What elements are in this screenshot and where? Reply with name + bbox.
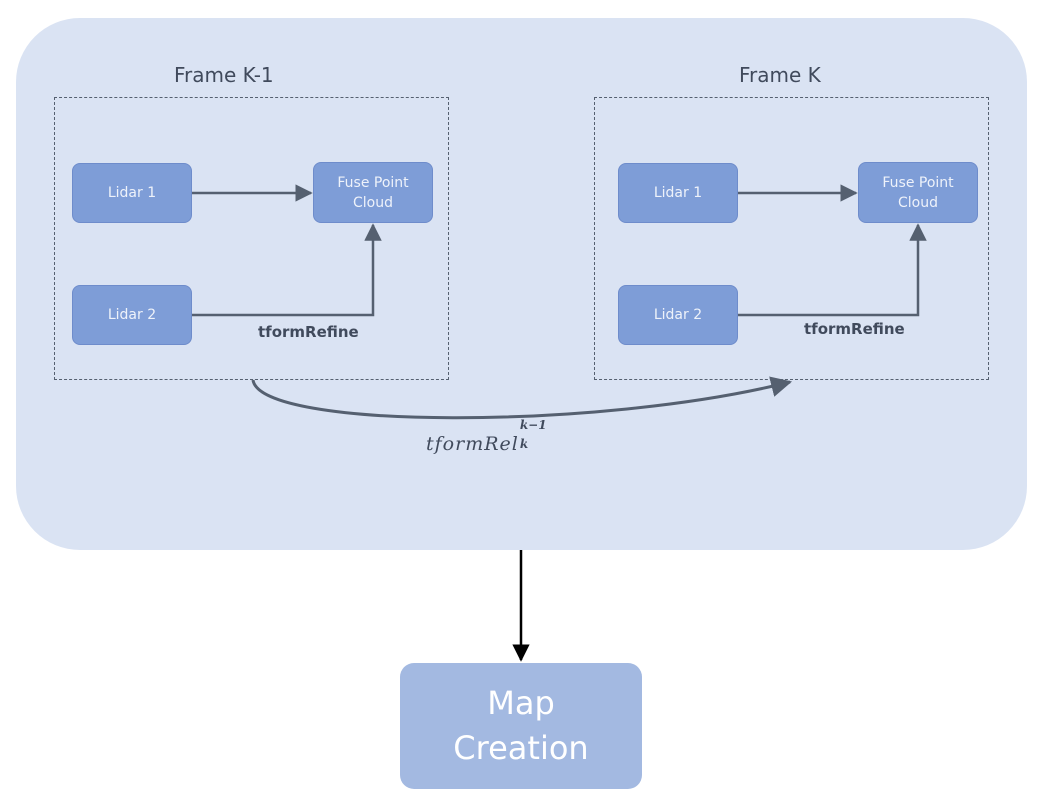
fuse-label-line-1: Fuse Point (882, 174, 954, 191)
relative-transform-subscript: k (519, 437, 529, 451)
frame-title-k: Frame K (739, 63, 821, 87)
pipeline-panel (16, 18, 1027, 550)
relative-transform-arrow (251, 376, 793, 420)
lidar-2-label: Lidar 2 (653, 307, 703, 323)
lidar-2-node-k: Lidar 2 (618, 285, 738, 345)
map-creation-line-2: Creation (453, 729, 589, 767)
tform-refine-label-k: tformRefine (804, 320, 905, 338)
tform-refine-label-k-minus-1: tformRefine (258, 323, 359, 341)
fuse-point-cloud-node-k: Fuse Point Cloud (858, 162, 978, 223)
map-creation-line-1: Map (487, 684, 555, 722)
relative-transform-superscript: k−1 (519, 418, 547, 432)
lidar-1-node-k-minus-1: Lidar 1 (72, 163, 192, 223)
fuse-label-line-2: Cloud (898, 194, 938, 211)
fuse-point-cloud-node-k-minus-1: Fuse Point Cloud (313, 162, 433, 223)
lidar-2-to-fuse-arrow-k-minus-1 (192, 223, 382, 317)
lidar-1-node-k: Lidar 1 (618, 163, 738, 223)
relative-transform-base: tformRel (426, 433, 519, 455)
fuse-label-line-2: Cloud (353, 194, 393, 211)
lidar-1-label: Lidar 1 (107, 185, 157, 201)
fuse-label-line-1: Fuse Point (337, 174, 409, 191)
map-creation-node: Map Creation (400, 663, 642, 789)
frame-title-k-minus-1: Frame K-1 (174, 63, 274, 87)
lidar-2-to-fuse-arrow-k (738, 223, 927, 317)
lidar-2-node-k-minus-1: Lidar 2 (72, 285, 192, 345)
lidar-2-label: Lidar 2 (107, 307, 157, 323)
frame-box-k-minus-1 (54, 97, 449, 380)
lidar-1-label: Lidar 1 (653, 185, 703, 201)
